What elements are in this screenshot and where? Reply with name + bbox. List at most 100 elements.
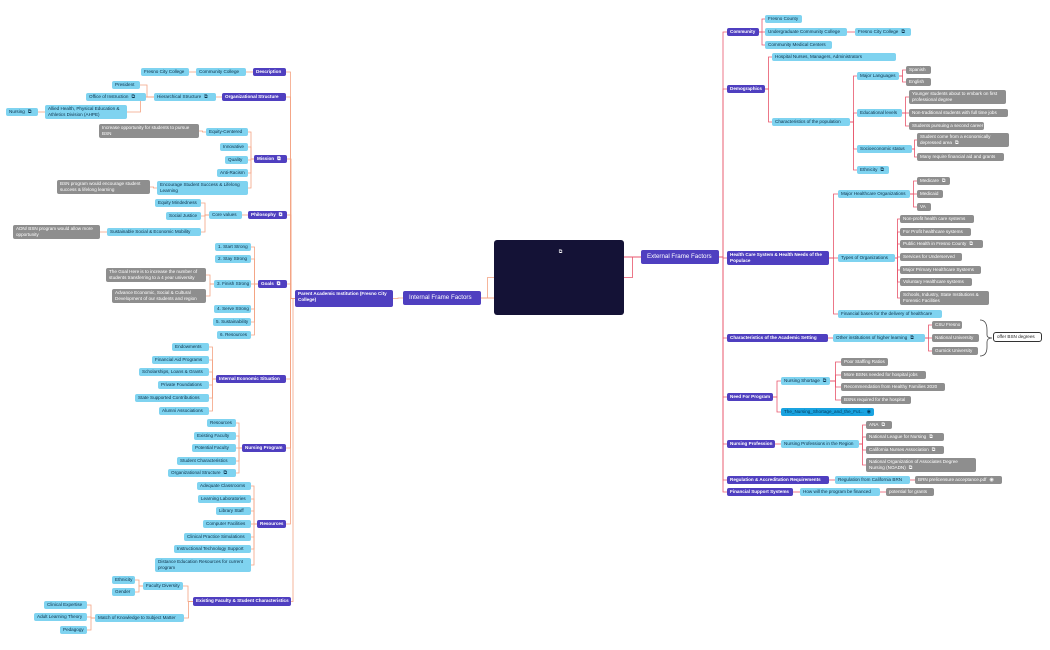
node-recommendation[interactable]: Recommendation from Healthy Families 202… bbox=[841, 383, 945, 391]
node-community-medical[interactable]: Community Medical Centers bbox=[765, 41, 832, 49]
node-brn-pdf[interactable]: BRN prelicensure acceptance.pdf◉ bbox=[915, 476, 1002, 485]
node-equity-mindedness[interactable]: Equity Mindedness bbox=[155, 199, 201, 207]
node-health-care-system[interactable]: Health Care System & Health Needs of the… bbox=[727, 251, 829, 265]
node-existing-faculty[interactable]: Existing Faculty bbox=[194, 432, 236, 440]
node-financial-aid[interactable]: Financial Aid Programs bbox=[152, 356, 209, 364]
node-social-justice[interactable]: Social Justice bbox=[166, 212, 201, 220]
node-clinical-sims[interactable]: Clinical Practice Simulations bbox=[184, 533, 251, 541]
node-nursing[interactable]: Nursing⧉ bbox=[6, 108, 38, 117]
node-educational-levels[interactable]: Educational levels bbox=[857, 109, 902, 117]
node-goals[interactable]: Goals⧉ bbox=[258, 280, 287, 289]
node-hospital-nurses[interactable]: Hospital Nurses, Managers, Administrator… bbox=[772, 53, 896, 61]
node-nursing-profs-region[interactable]: Nursing Professions in the Region bbox=[781, 440, 859, 448]
external-link-icon[interactable]: ⧉ bbox=[929, 434, 933, 440]
node-adn-bsn-opportunity[interactable]: ADN/ BSN program would allow more opport… bbox=[13, 225, 100, 239]
node-philosophy[interactable]: Philosophy⧉ bbox=[248, 211, 287, 220]
external-link-icon[interactable]: ⧉ bbox=[278, 212, 283, 218]
node-more-bsns[interactable]: More BSNs needed for hospital jobs bbox=[841, 371, 926, 379]
external-link-icon[interactable]: ⧉ bbox=[880, 167, 884, 173]
node-goal-note[interactable]: The Goal Here is to increase the number … bbox=[106, 268, 206, 282]
node-internal-econ[interactable]: Internal Economic Situation bbox=[216, 375, 286, 383]
node-fresno-city-college-r[interactable]: Fresno City College⧉ bbox=[855, 28, 911, 37]
node-schools-industry[interactable]: Schools, Industry, State Institutions & … bbox=[900, 291, 989, 305]
node-existing-faculty-student[interactable]: Existing Faculty & Student Characteristi… bbox=[193, 597, 291, 606]
node-sustainable[interactable]: Sustainable Social & Economic Mobility bbox=[107, 228, 201, 236]
node-nursing-shortage-link[interactable]: The_Nursing_Shortage_and_the_Fut...◉ bbox=[781, 408, 874, 417]
node-adult-learning[interactable]: Adult Learning Theory bbox=[34, 613, 87, 621]
node-va[interactable]: VA bbox=[917, 203, 931, 211]
node-how-funded[interactable]: How will the program be financed bbox=[800, 488, 880, 496]
external-link-icon[interactable]: ⧉ bbox=[276, 281, 281, 287]
node-financial-aid-grants[interactable]: Many require financial aid and grants bbox=[917, 153, 1004, 161]
node-ana[interactable]: ANA⧉ bbox=[866, 421, 892, 430]
node-ethnicity-l[interactable]: Ethnicity bbox=[112, 576, 135, 584]
node-anti-racism[interactable]: Anti-Racism bbox=[217, 169, 248, 177]
node-increase-opportunity[interactable]: Increase opportunity for students to pur… bbox=[99, 124, 199, 138]
node-community[interactable]: Community bbox=[727, 28, 759, 36]
external-link-icon[interactable]: ⧉ bbox=[558, 249, 563, 255]
node-regulation[interactable]: Regulation & Accreditation Requirements bbox=[727, 476, 829, 484]
external-link-icon[interactable]: ⧉ bbox=[969, 241, 973, 247]
node-resources[interactable]: Resources bbox=[257, 520, 286, 528]
node-characteristics-population[interactable]: Characteristics of the population bbox=[772, 118, 850, 126]
node-national-university[interactable]: National University bbox=[932, 334, 979, 342]
node-other-institutions[interactable]: Other institutions of higher learning⧉ bbox=[833, 334, 925, 343]
node-fresno-city-college-l[interactable]: Fresno City College bbox=[141, 68, 189, 76]
node-learning-labs[interactable]: Learning Laboratories bbox=[198, 495, 251, 503]
node-csu-fresno[interactable]: CSU Fresno bbox=[932, 321, 962, 329]
node-description[interactable]: Description bbox=[253, 68, 286, 76]
node-finish-strong[interactable]: 3. Finish Strong bbox=[214, 280, 251, 288]
node-nln[interactable]: National League for Nursing⧉ bbox=[866, 433, 944, 442]
node-medicaid[interactable]: Medicaid bbox=[917, 190, 943, 198]
node-financial-bases[interactable]: Financial bases for the delivery of heal… bbox=[838, 310, 942, 318]
node-potential-grants[interactable]: potential for grants bbox=[886, 488, 934, 496]
external-link-icon[interactable]: ⧉ bbox=[941, 178, 946, 184]
node-non-traditional[interactable]: Non-traditional students with full time … bbox=[909, 109, 1008, 117]
external-link-icon[interactable]: ⧉ bbox=[881, 422, 886, 428]
node-economically-depressed[interactable]: Student come from a economically depress… bbox=[917, 133, 1009, 147]
node-financial-support[interactable]: Financial Support Systems bbox=[727, 488, 793, 496]
node-noadn[interactable]: National Organization of Associates Degr… bbox=[866, 458, 976, 472]
node-bsn-encourage[interactable]: BSN program would encourage student succ… bbox=[57, 180, 150, 194]
node-external[interactable]: External Frame Factors bbox=[641, 250, 719, 264]
node-cna[interactable]: California Nurses Association⧉ bbox=[866, 446, 944, 455]
external-link-icon[interactable]: ⧉ bbox=[901, 29, 905, 35]
node-instructional-tech[interactable]: Instructional Technology Support bbox=[174, 545, 251, 553]
external-link-icon[interactable]: ⧉ bbox=[954, 139, 959, 146]
node-president[interactable]: President bbox=[112, 81, 140, 89]
node-quality[interactable]: Quality bbox=[225, 156, 248, 164]
external-link-icon[interactable]: ⧉ bbox=[910, 335, 914, 341]
node-student-characteristics[interactable]: Student Characteristics bbox=[177, 457, 236, 465]
node-types-orgs[interactable]: Types of Organizations bbox=[838, 254, 895, 262]
node-nursing-profession[interactable]: Nursing Profession bbox=[727, 440, 775, 448]
node-fresno-county[interactable]: Fresno County bbox=[765, 15, 802, 23]
external-link-icon[interactable]: ⧉ bbox=[27, 109, 32, 115]
node-core-values[interactable]: Core values bbox=[209, 211, 242, 219]
external-link-icon[interactable]: ⧉ bbox=[908, 464, 913, 471]
node-sustainability[interactable]: 5. Sustainability bbox=[213, 318, 251, 326]
external-link-icon[interactable]: ⧉ bbox=[931, 447, 936, 453]
node-voluntary-hc[interactable]: Voluntary Healthcare systems bbox=[900, 278, 972, 286]
node-socioeconomic[interactable]: Socioeconomic status bbox=[857, 145, 912, 153]
node-equity-centered[interactable]: Equity-Centered bbox=[206, 128, 248, 136]
external-link-icon[interactable]: ⧉ bbox=[822, 378, 827, 384]
node-advance-economic[interactable]: Advance Economic, Social & Cultural Deve… bbox=[112, 289, 206, 303]
node-need-for-program[interactable]: Need For Program bbox=[727, 393, 773, 401]
node-match-knowledge[interactable]: Match of Knowledge to Subject Matter bbox=[95, 614, 184, 622]
external-link-icon[interactable]: ⧉ bbox=[131, 94, 136, 100]
node-major-languages[interactable]: Major Languages bbox=[857, 72, 899, 80]
node-alumni[interactable]: Alumni Associations bbox=[159, 407, 209, 415]
node-distance-ed[interactable]: Distance Education Resources for current… bbox=[155, 558, 251, 572]
node-ethnicity-r[interactable]: Ethnicity⧉ bbox=[857, 166, 889, 175]
node-parent[interactable]: Parent Academic Institution (Fresno City… bbox=[295, 290, 393, 307]
external-link-icon[interactable]: ⧉ bbox=[223, 470, 228, 476]
node-serve-strong[interactable]: 4. Serve Strong bbox=[214, 305, 251, 313]
node-major-hc-orgs[interactable]: Major Healthcare Organizations bbox=[838, 190, 910, 198]
node-gurnick[interactable]: Gurnick University bbox=[932, 347, 978, 355]
node-resources-goal[interactable]: 6. Resources bbox=[217, 331, 251, 339]
node-potential-faculty[interactable]: Potential Faculty bbox=[192, 444, 236, 452]
node-english[interactable]: English bbox=[906, 78, 931, 86]
node-endowments[interactable]: Endowments bbox=[172, 343, 209, 351]
node-non-profit[interactable]: Non-profit health care systems bbox=[900, 215, 974, 223]
node-computer-facilities[interactable]: Computer Facilities bbox=[203, 520, 251, 528]
